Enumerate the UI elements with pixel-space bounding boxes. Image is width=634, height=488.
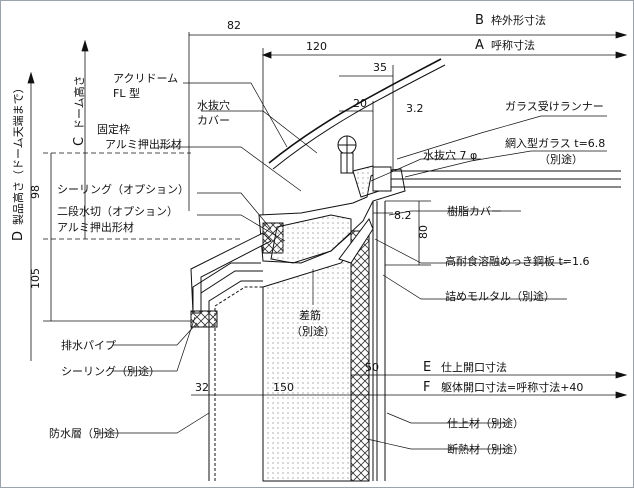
label-wired-glass-2: （別途） — [539, 152, 583, 166]
dim-50: 50 — [365, 361, 379, 374]
dim-98: 98 — [29, 185, 42, 199]
label-drain-hole-cover-2: カバー — [197, 114, 230, 127]
ref-D: D 製品高さ（ドーム天端まで） — [11, 82, 26, 241]
dim-32: 32 — [195, 381, 209, 394]
label-drain-hole-cover-1: 水抜穴 — [197, 98, 230, 112]
ref-A-letter: A — [475, 38, 484, 53]
label-wired-glass-1: 網入型ガラス t=6.8 — [505, 136, 605, 150]
ref-B-label: 枠外形寸法 — [491, 13, 546, 27]
dim-105: 105 — [29, 268, 42, 289]
label-drain-pipe: 排水パイプ — [61, 338, 116, 352]
label-waterproof: 防水層（別途） — [49, 426, 126, 440]
dim-80: 80 — [417, 225, 430, 239]
label-resin-cover: 樹脂カバー — [447, 204, 502, 218]
label-fixed-frame-1: 固定枠 — [97, 122, 130, 136]
dim-35: 35 — [373, 61, 387, 74]
dim-150: 150 — [273, 381, 294, 394]
ref-D-letter: D — [11, 231, 26, 241]
dim-82-top: 82 — [227, 19, 241, 32]
acrylic-dome — [268, 58, 446, 170]
dim-bottom — [191, 371, 628, 399]
label-rebar-1: 差筋 — [299, 308, 321, 322]
label-sealing-sep: シーリング（別途） — [61, 364, 160, 378]
ref-A-label: 呼称寸法 — [491, 38, 535, 52]
label-steel-plate: 高耐食溶融めっき鋼板 t=1.6 — [445, 254, 590, 268]
ref-E-label: 仕上開口寸法 — [441, 360, 507, 374]
label-glass-runner: ガラス受けランナー — [505, 100, 604, 113]
label-insulation: 断熱材（別途） — [447, 442, 524, 456]
label-rebar-2: （別途） — [291, 324, 335, 338]
label-mortar: 詰めモルタル（別途） — [445, 289, 555, 303]
ref-D-label: 製品高さ（ドーム天端まで） — [11, 82, 25, 225]
wired-glass — [372, 166, 621, 192]
ref-B-letter: B — [475, 13, 484, 28]
label-drain-hole-7: 水抜穴 7 φ — [423, 148, 477, 162]
dim-3-2: 3.2 — [406, 102, 424, 115]
dim-8-2: 8.2 — [394, 209, 412, 222]
ref-F-letter: F — [423, 380, 430, 395]
label-acryl-dome: アクリドーム — [113, 72, 178, 85]
label-sealing-option: シーリング（オプション） — [57, 182, 189, 196]
wall-section — [192, 201, 386, 482]
dim-120: 120 — [306, 40, 327, 53]
leader-lines — [97, 82, 607, 450]
label-two-stage-2: アルミ押出形材 — [57, 220, 134, 234]
ref-E-letter: E — [423, 360, 431, 375]
ref-C-label: ドーム高さ — [72, 75, 86, 130]
ref-C: C ドーム高さ — [72, 75, 87, 146]
dim-right — [373, 200, 431, 266]
dim-left — [27, 39, 241, 361]
label-fixed-frame-2: アルミ押出形材 — [105, 137, 182, 151]
label-two-stage-1: 二段水切（オプション） — [57, 204, 178, 218]
label-finish: 仕上材（別途） — [447, 416, 524, 430]
two-stage-drip — [190, 214, 352, 314]
drain-pipe — [190, 310, 218, 328]
ref-C-letter: C — [72, 137, 87, 146]
ref-F-label: 躯体開口寸法=呼称寸法+40 — [441, 380, 583, 394]
label-fl-type: FL 型 — [113, 86, 140, 100]
